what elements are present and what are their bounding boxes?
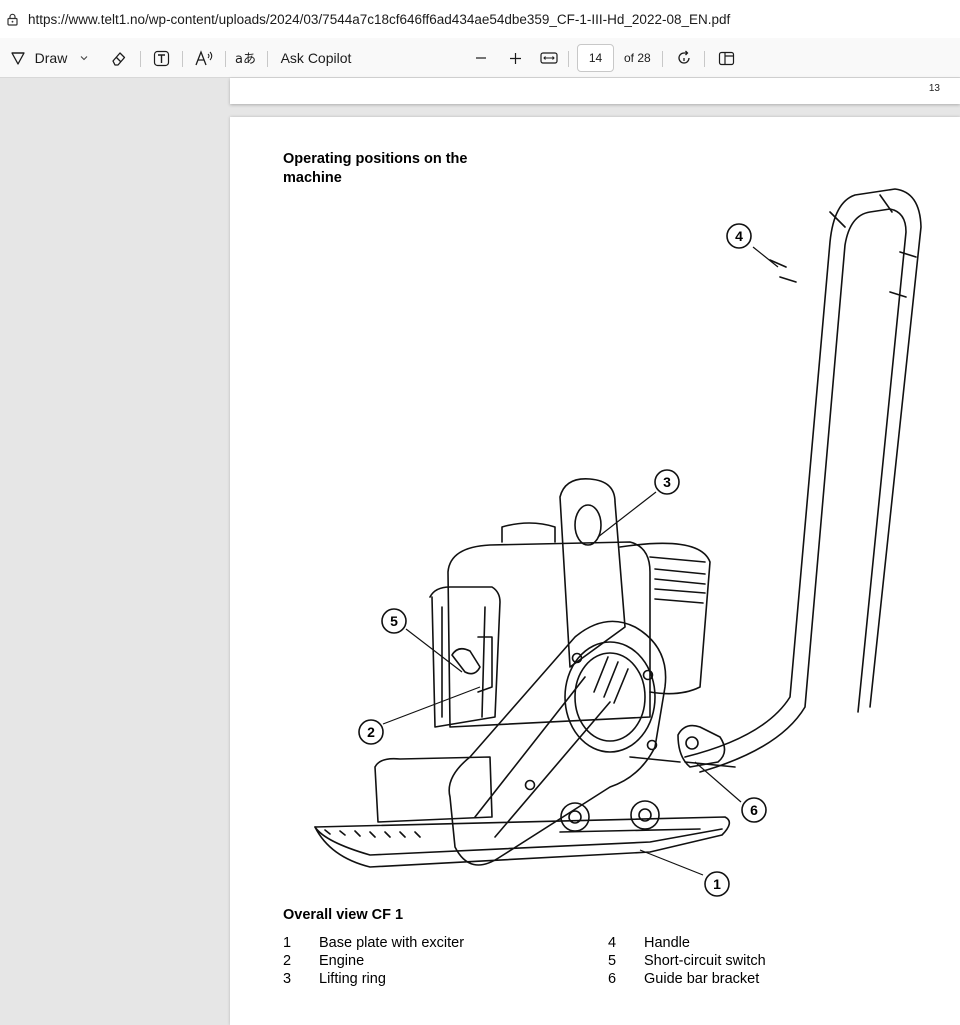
translate-icon[interactable]: aあ bbox=[233, 38, 259, 78]
page-view-icon[interactable] bbox=[714, 38, 738, 78]
figure-title: Overall view CF 1 bbox=[283, 907, 404, 923]
legend-item: 1 Base plate with exciter bbox=[283, 934, 464, 952]
legend-num: 3 bbox=[283, 971, 292, 987]
eraser-icon[interactable] bbox=[106, 38, 130, 78]
machine-drawing: 4 3 5 2 6 1 bbox=[314, 188, 922, 897]
guide-bar-bracket bbox=[677, 724, 726, 768]
belt-cover bbox=[448, 620, 667, 866]
legend-item: 2 Engine bbox=[283, 952, 464, 970]
draw-button[interactable]: Draw bbox=[33, 38, 69, 78]
legend-num: 1 bbox=[283, 935, 292, 951]
callout-5-label: 5 bbox=[390, 613, 398, 629]
draw-label: Draw bbox=[34, 50, 68, 66]
legend-num: 6 bbox=[608, 971, 617, 987]
pdf-page: Operating positions on the machine bbox=[230, 117, 960, 1025]
lifting-ring bbox=[559, 478, 626, 668]
callout-3-label: 3 bbox=[663, 474, 671, 490]
zoom-in-icon[interactable] bbox=[506, 38, 524, 78]
callout-5 bbox=[381, 608, 407, 634]
callout-1-label: 1 bbox=[713, 876, 721, 892]
legend-item: 5 Short-circuit switch bbox=[608, 952, 766, 970]
draw-icon[interactable] bbox=[8, 38, 28, 78]
address-bar[interactable]: https://www.telt1.no/wp-content/uploads/… bbox=[0, 0, 960, 38]
legend-label: Engine bbox=[319, 953, 365, 969]
text-box-icon[interactable] bbox=[149, 38, 173, 78]
callout-2-label: 2 bbox=[367, 724, 375, 740]
callout-6 bbox=[741, 797, 767, 823]
legend-label: Handle bbox=[644, 935, 690, 951]
engine bbox=[447, 541, 651, 728]
legend-label: Base plate with exciter bbox=[319, 935, 465, 951]
svg-text:aあ: aあ bbox=[235, 52, 256, 66]
lock-icon[interactable] bbox=[6, 12, 20, 26]
callout-1 bbox=[704, 871, 730, 897]
pdf-toolbar: Draw aあ Ask Copilot 14 of 28 bbox=[0, 38, 960, 78]
page-number-value: 14 bbox=[588, 51, 603, 65]
page-number-input[interactable]: 14 bbox=[577, 44, 614, 72]
callout-2 bbox=[358, 719, 384, 745]
legend-num: 5 bbox=[608, 953, 617, 969]
legend-label: Lifting ring bbox=[319, 971, 386, 987]
base-plate bbox=[314, 816, 731, 868]
chevron-down-icon[interactable] bbox=[76, 38, 92, 78]
section-heading: Operating positions on the machine bbox=[283, 151, 468, 186]
handle bbox=[684, 188, 922, 758]
legend-label: Guide bar bracket bbox=[644, 971, 760, 987]
legend-right: 4 Handle 5 Short-circuit switch 6 Guide bar… bbox=[608, 934, 766, 988]
legend-item: 6 Guide bar bracket bbox=[608, 970, 766, 988]
legend-item: 3 Lifting ring bbox=[283, 970, 464, 988]
zoom-out-icon[interactable] bbox=[472, 38, 490, 78]
short-circuit-switch bbox=[451, 647, 481, 675]
legend-num: 2 bbox=[283, 953, 292, 969]
page-number: 13 bbox=[928, 83, 940, 94]
page-total: of 28 bbox=[624, 51, 651, 65]
callout-3 bbox=[654, 469, 680, 495]
legend-label: Short-circuit switch bbox=[644, 953, 766, 969]
ask-copilot-button[interactable]: Ask Copilot bbox=[280, 38, 352, 78]
legend-item: 4 Handle bbox=[608, 934, 766, 952]
read-aloud-icon[interactable] bbox=[191, 38, 217, 78]
ask-copilot-label: Ask Copilot bbox=[280, 50, 352, 66]
rotate-icon[interactable] bbox=[673, 38, 695, 78]
callout-6-label: 6 bbox=[750, 802, 758, 818]
fit-width-icon[interactable] bbox=[538, 38, 560, 78]
url-text[interactable]: https://www.telt1.no/wp-content/uploads/… bbox=[28, 11, 731, 27]
callout-4 bbox=[726, 223, 752, 249]
previous-page: 13 bbox=[230, 78, 960, 104]
callout-4-label: 4 bbox=[735, 228, 743, 244]
legend-left: 1 Base plate with exciter 2 Engine 3 Liftin… bbox=[283, 934, 464, 988]
legend-num: 4 bbox=[608, 935, 617, 951]
